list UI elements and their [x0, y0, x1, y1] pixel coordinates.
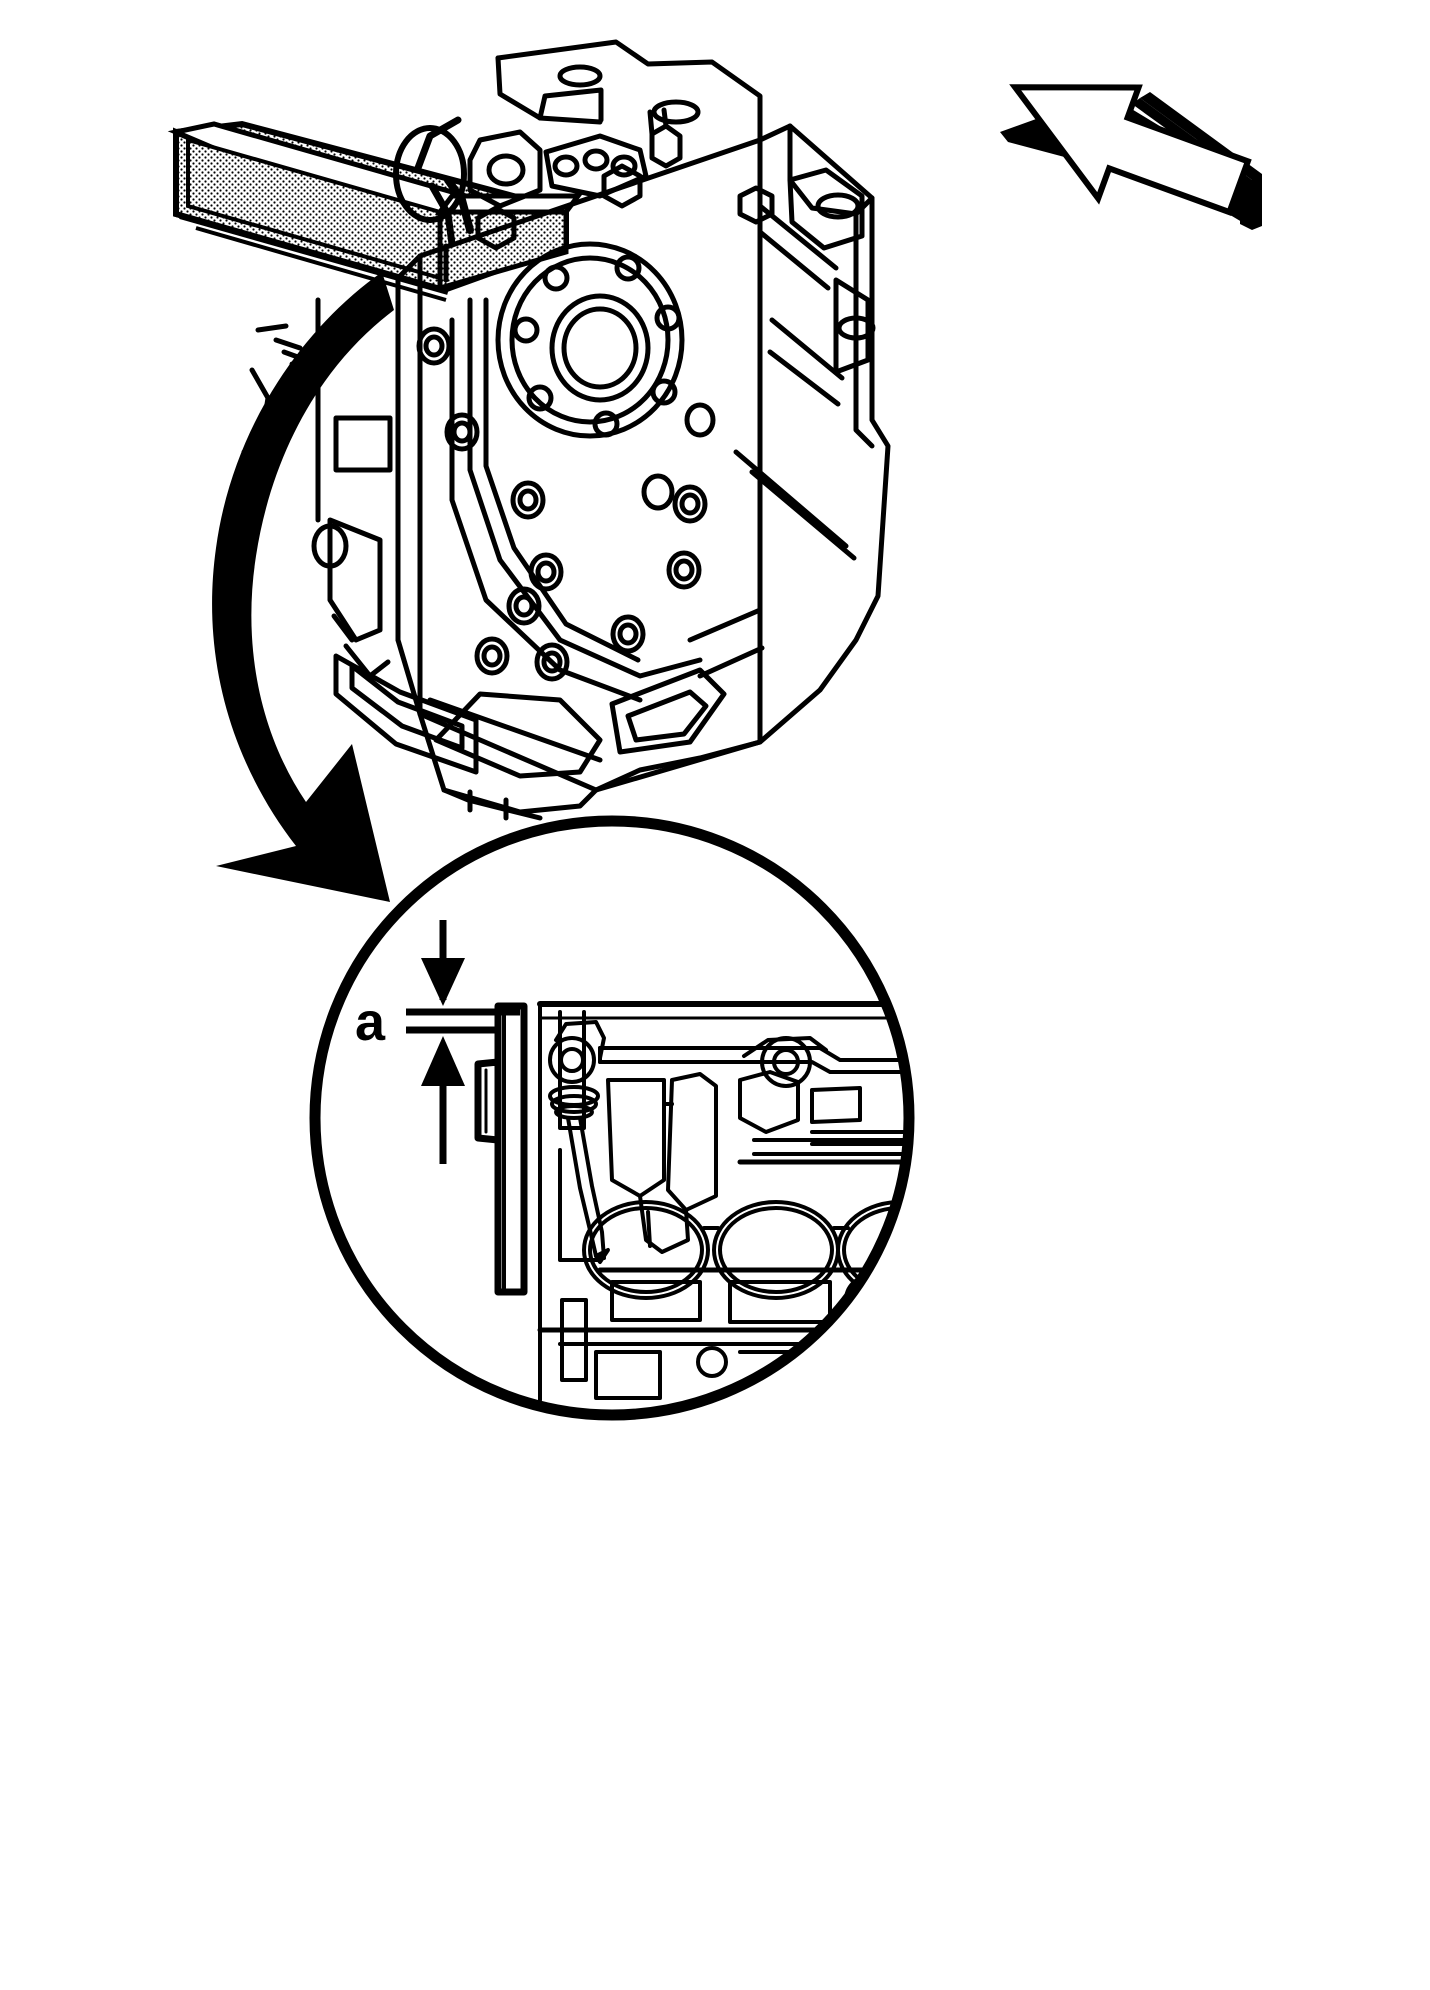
straightedge — [167, 120, 583, 302]
straightedge-edge-view — [474, 1002, 528, 1296]
view-direction-arrow — [1000, 84, 1262, 230]
dimension-a-callout: a — [355, 920, 520, 1164]
cylinder-block-deck-section — [537, 1002, 909, 1402]
detail-view-curved-arrow — [212, 272, 394, 902]
magnified-detail-circle: a — [309, 815, 915, 1421]
dimension-a-label: a — [355, 992, 386, 1052]
bolt-boss-chain — [416, 326, 716, 682]
cylinder-block — [241, 39, 891, 821]
